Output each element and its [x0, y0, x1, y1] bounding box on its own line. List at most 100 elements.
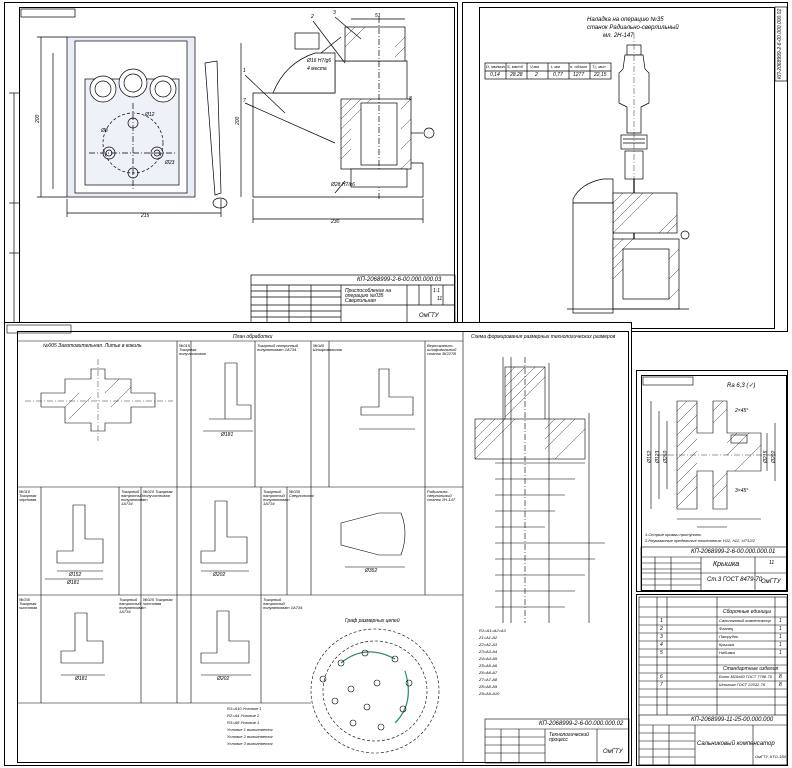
spec-row-1-qty: 1: [779, 626, 782, 632]
setup-drawing: [484, 6, 788, 314]
param-header-1: S, мм/об: [507, 64, 523, 69]
dim-height-side: 200: [235, 116, 241, 125]
process-title-code: КП-2068999-2-6-00.000.000.02: [539, 721, 624, 727]
machine-lathe-1: Токарный патронный полуавтомат 1А734: [257, 343, 299, 352]
angle-1: 3×45°: [735, 488, 749, 494]
machine-lathe-4: Токарный патронный полуавтомат 1А734: [119, 597, 146, 614]
spec-row-1-name: Фланец: [719, 626, 734, 631]
dim-height-front: 200: [35, 114, 41, 123]
param-value-0: 0,14: [490, 72, 500, 78]
param-header-3: t, мм: [551, 64, 560, 69]
callout-3: 3: [333, 10, 336, 16]
spec-row-2-pos: 3: [660, 634, 663, 640]
equation-3: Z3=A3-A4: [479, 649, 498, 654]
equation-4: Z4=A4-A5: [479, 656, 498, 661]
param-value-1: 28,28: [510, 72, 523, 78]
op-035: №035 Сверлильная: [289, 489, 314, 498]
graph-title: Граф размерных цепей: [345, 618, 400, 624]
dim-part-1: Ø123: [655, 450, 661, 463]
spec-row-4-qty: 1: [779, 650, 782, 656]
dim-202b: Ø202: [217, 676, 230, 682]
title-name-1: Приспособление на операцию №035 Сверлиль…: [345, 288, 392, 304]
dim-hole-23: Ø23: [165, 160, 175, 166]
spec-table: [638, 596, 788, 766]
equation-5: Z5=A5-A6: [479, 663, 498, 668]
machine-lathe-5: Токарный патронный полуавтомат 1А734: [263, 597, 303, 610]
spec-row-5-qty: 8: [779, 674, 782, 680]
note-4: Условие 2 выполняется: [227, 734, 273, 739]
dim-fit-16: Ø16 H7/g6: [307, 58, 332, 64]
dim-part-0: Ø152: [647, 450, 653, 463]
tech-note-1: 2.Неуказанные предельные отклонения: H12…: [645, 538, 755, 543]
drawing-sheet-setup: Наладка на операцию №35 станок Радиально…: [462, 2, 788, 332]
equation-9: Z9=A9-A10: [479, 691, 500, 696]
spec-row-3-name: Крышка: [719, 642, 734, 647]
param-header-2: V,мм: [530, 64, 539, 69]
note-5: Условие 3 выполняется: [227, 741, 273, 746]
param-header-5: Т₀, мин: [592, 64, 606, 69]
title-scale: 1:1: [433, 288, 440, 294]
equation-2: Z2=A2-A3: [479, 642, 498, 647]
spec-row-1-pos: 2: [660, 626, 663, 632]
part-org: ОмГТУ: [761, 579, 781, 585]
machine-grinder: Вертикально-шлифовальный станок 3К227В: [427, 343, 457, 356]
dim-352: Ø352: [365, 568, 378, 574]
title-sheet: 11: [437, 296, 443, 302]
dim-part-2: Ø250: [663, 450, 669, 463]
part-material: Ст.3 ГОСТ 8479-70: [707, 577, 763, 583]
equation-6: Z6=A6-A7: [479, 670, 498, 675]
spec-title-code: КП-2068999-11-25-00.000.000: [691, 717, 774, 723]
spec-section-1: Сборочные единицы: [723, 609, 772, 615]
part-name: Крышка: [713, 561, 740, 568]
note-4-places: 4 места: [307, 66, 327, 72]
sheet-frame: [641, 375, 787, 591]
part-title-code: КП-2068999-2-6-00.000.000.01: [691, 549, 776, 555]
spec-row-2-qty: 1: [779, 634, 782, 640]
dim-width-front: 215: [141, 213, 150, 219]
spec-row-4-pos: 5: [660, 650, 663, 656]
drawing-sheet-part: Ra 6,3 (✓) Ø152 Ø123 Ø250 Ø215 Ø202 2×45…: [636, 370, 788, 592]
equation-8: Z8=A8-A9: [479, 684, 498, 689]
process-title-org: ОмГТУ: [603, 749, 623, 755]
spec-row-0-qty: 1: [779, 618, 782, 624]
spec-title-name: Сальниковый компенсатор: [697, 741, 775, 747]
spec-row-3-qty: 1: [779, 642, 782, 648]
roughness-mark: Ra 6,3 (✓): [727, 383, 756, 389]
equation-7: Z7=A7-A8: [479, 677, 498, 682]
spec-row-5-name: Болт М16х60 ГОСТ 7798-70: [719, 674, 772, 679]
equation-1: Z1=A1-A2: [479, 635, 498, 640]
machine-lathe-2: Токарный патронный полуавтомат 1А734: [121, 489, 148, 506]
dim-part-3: Ø215: [763, 450, 769, 463]
param-value-3: 0,77: [553, 72, 563, 78]
title-org: ОмГТУ: [419, 313, 439, 319]
dim-181b: Ø181: [75, 676, 88, 682]
param-value-2: 2: [535, 72, 538, 78]
machine-drill: Радиально-сверлильный станок 2Н-147: [427, 489, 456, 502]
part-drawing: [640, 376, 788, 592]
spec-title-org: ОмГТУ, КТО-154: [755, 754, 786, 759]
note-1: R2=A4 Условие 2: [227, 713, 260, 718]
spec-row-2-name: Патрубок: [719, 634, 738, 639]
fixture-drawing: [9, 8, 456, 330]
op-010: №010 Токарная черновая: [19, 489, 37, 502]
op-005: №005 Заготовительная. Литье в кокиль: [43, 343, 142, 349]
process-drawing: [6, 324, 630, 764]
op-040: №040 Шлифовальная: [313, 343, 342, 352]
setup-heading-1: Наладка на операцию №35: [587, 17, 664, 23]
spec-row-5-pos: 6: [660, 674, 663, 680]
process-title-name: Технологический процесс: [549, 732, 589, 743]
dim-181c: Ø181: [221, 432, 234, 438]
note-0: R1=A10 Условие 1: [227, 706, 262, 711]
dim-hole-8: Ø8: [101, 128, 108, 134]
spec-row-6-pos: 7: [660, 682, 663, 688]
callout-1: 1: [243, 68, 246, 74]
callout-2: 2: [311, 14, 314, 20]
dim-181: Ø181: [67, 580, 80, 586]
drawing-sheet-spec: Сборочные единицы 1 Сальниковый компенса…: [636, 594, 788, 766]
drawing-sheet-fixture: 215 230 200 200 Ø12 Ø23 Ø8 Ø16 H7/g6 Ø28…: [4, 2, 458, 332]
equation-0: R1=A1=A2=A3: [479, 628, 506, 633]
tech-note-0: 1.Острые кромки притупить: [645, 532, 702, 537]
param-header-0: D, мм/мин: [486, 64, 505, 69]
param-value-5: 22,15: [594, 72, 607, 78]
spec-row-0-pos: 1: [660, 618, 663, 624]
